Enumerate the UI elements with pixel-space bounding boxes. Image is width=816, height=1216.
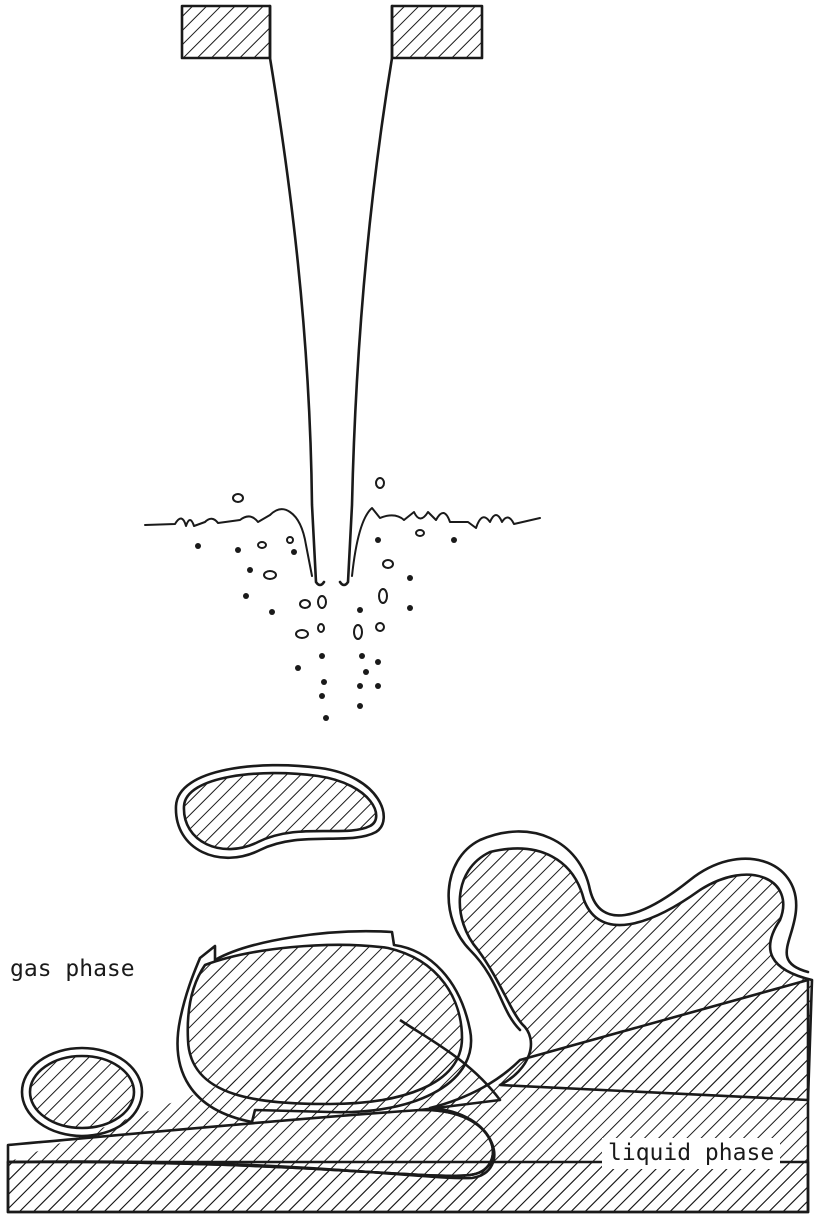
- droplet: [296, 630, 308, 638]
- floating-droplet-upper: [176, 765, 384, 858]
- droplets: [233, 478, 424, 639]
- liquid-protrusion: [449, 831, 812, 1100]
- droplet: [416, 530, 424, 536]
- liquid-phase-label: liquid phase: [602, 1138, 780, 1169]
- needle: [270, 6, 392, 585]
- droplet: [258, 542, 266, 548]
- holder-right-block: [392, 6, 482, 58]
- droplet: [264, 571, 276, 579]
- holder-left-block: [182, 6, 270, 58]
- droplet: [318, 596, 326, 608]
- droplet: [318, 624, 324, 632]
- droplet: [354, 625, 362, 639]
- droplet: [379, 589, 387, 603]
- droplet: [376, 478, 384, 488]
- gas-phase-label: gas phase: [10, 958, 135, 981]
- droplet: [287, 537, 293, 543]
- droplet: [233, 494, 243, 502]
- droplet: [383, 560, 393, 568]
- droplet: [300, 600, 310, 608]
- droplet: [376, 623, 384, 631]
- solid-droplets: [195, 537, 457, 721]
